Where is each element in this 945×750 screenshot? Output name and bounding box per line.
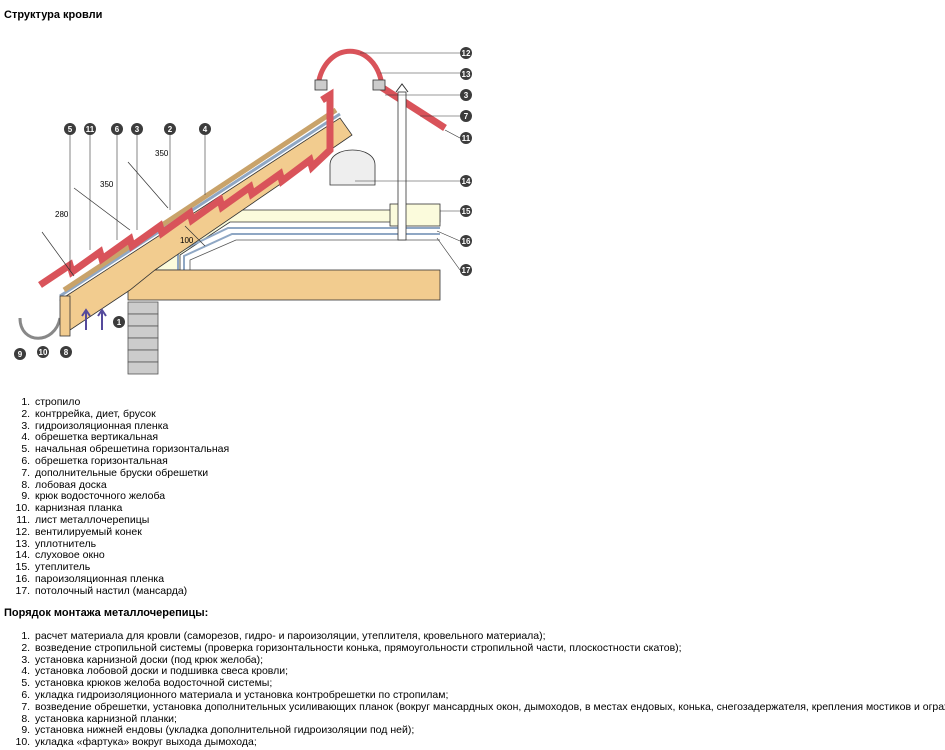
insulation-panel [389,203,441,227]
roof-structure-diagram: 280 350 350 100 5 11 6 3 2 4 12 13 3 7 1… [14,47,472,375]
list-item: уплотнитель [33,538,229,551]
dimension-lines [41,161,206,277]
brick-wall [127,301,159,375]
list-item: гидроизоляционная пленка [33,420,229,433]
list-item: лист металлочерепицы [33,514,229,527]
svg-text:3: 3 [135,125,140,134]
list-item: установка крюков желоба водосточной сист… [33,677,945,690]
svg-text:11: 11 [462,134,471,143]
svg-text:8: 8 [64,348,69,357]
metal-tile-sheet [38,88,334,288]
steps-list: расчет материала для кровли (саморезов, … [18,630,945,749]
svg-text:3: 3 [464,91,469,100]
leader-lines [69,52,461,271]
list-item: слуховое окно [33,550,229,562]
svg-text:15: 15 [462,207,471,216]
list-item: установка карнизной доски (под крюк жело… [33,654,945,667]
list-item: обрешетка горизонтальная [33,455,229,468]
list-item: карнизная планка [33,502,229,515]
svg-text:10: 10 [39,348,48,357]
vapour-barrier-2 [183,233,440,272]
list-item: укладка гидроизоляционного материала и у… [33,689,945,702]
list-item: стропило [33,396,229,409]
svg-text:13: 13 [462,70,471,79]
dimension-label: 350 [155,149,169,158]
page-title: Структура кровли [4,9,103,21]
svg-text:4: 4 [203,125,208,134]
list-item: обрешетка вертикальная [33,432,229,444]
list-item: расчет материала для кровли (саморезов, … [33,630,945,643]
dimension-label: 280 [55,210,69,219]
vent-pipe [397,91,407,241]
list-item: установка нижней ендовы (укладка дополни… [33,725,945,737]
gutter [18,317,62,340]
air-arrow [97,308,107,330]
svg-text:7: 7 [464,112,469,121]
svg-text:6: 6 [115,125,120,134]
callout-markers: 5 11 6 3 2 4 12 13 3 7 11 14 15 16 17 9 … [14,47,472,360]
waterproof-membrane [59,112,341,298]
ridge-seal-right [372,79,386,91]
svg-text:17: 17 [462,266,471,275]
vapour-barrier [177,227,440,272]
list-item: начальная обрешетина горизонтальная [33,443,229,456]
list-item: крюк водосточного желоба [33,491,229,503]
ventilated-ridge [315,48,385,86]
svg-text:1: 1 [117,318,122,327]
list-item: лобовая доска [33,479,229,492]
svg-text:9: 9 [18,350,23,359]
counter-batten [62,107,338,293]
air-arrow [81,308,91,330]
parts-list: стропило контррейка, диет, брусок гидрои… [18,396,229,598]
list-item: утеплитель [33,561,229,574]
list-item: потолочный настил (мансарда) [33,585,229,598]
dimension-label: 350 [100,180,114,189]
list-item: укладка «фартука» вокруг выхода дымохода… [33,736,945,749]
ridge-seal-left [314,79,328,91]
right-tile-sheet [376,82,447,131]
vent-arrow [395,83,409,93]
list-item: вентилируемый конек [33,526,229,539]
svg-text:11: 11 [86,125,95,134]
vapour-barrier-3 [189,239,440,272]
fascia-board [59,295,71,337]
ceiling-beam [127,269,441,301]
list-item: возведение обрешетки, установка дополнит… [33,701,945,714]
list-item: пароизоляционная пленка [33,573,229,586]
dormer-window [329,149,376,186]
list-item: дополнительные бруски обрешетки [33,467,229,480]
list-item: контррейка, диет, брусок [33,408,229,421]
svg-text:12: 12 [462,49,471,58]
svg-text:14: 14 [462,177,471,186]
section-title: Порядок монтажа металлочерепицы: [4,607,209,619]
dimension-label: 100 [180,236,194,245]
svg-text:16: 16 [462,237,471,246]
list-item: возведение стропильной системы (проверка… [33,642,945,655]
list-item: установка лобовой доски и подшивка свеса… [33,666,945,678]
list-item: установка карнизной планки; [33,713,945,726]
svg-text:2: 2 [168,125,173,134]
svg-text:5: 5 [68,125,73,134]
